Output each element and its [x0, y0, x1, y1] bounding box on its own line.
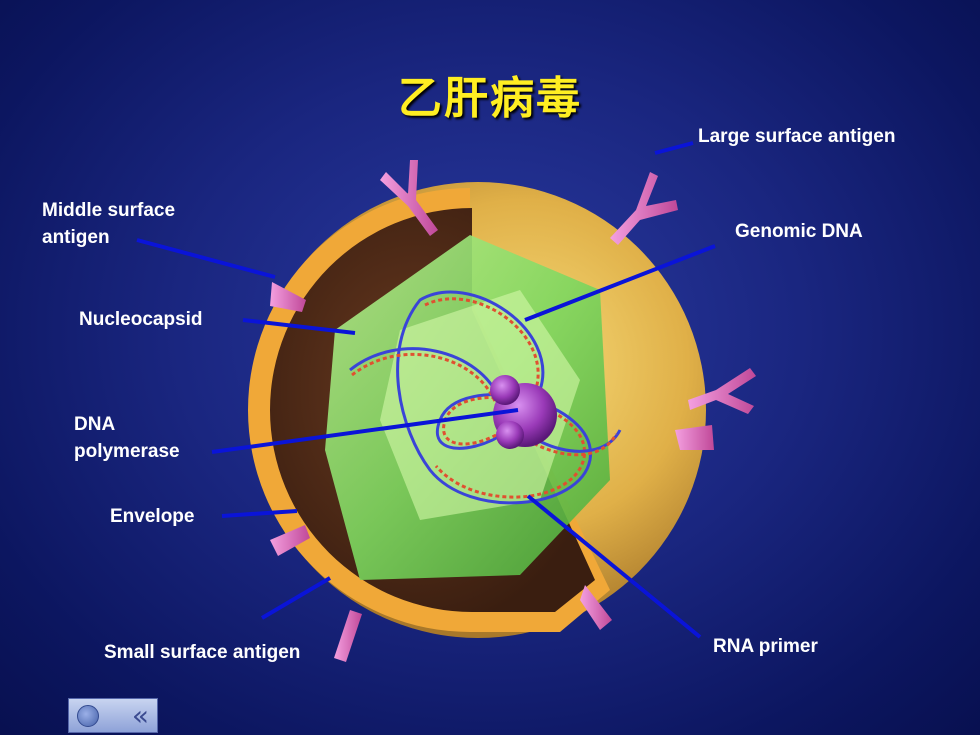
- label-dna-polymerase-line2: polymerase: [74, 440, 180, 462]
- label-small-surface-antigen: Small surface antigen: [104, 642, 301, 663]
- slide-nav-bar[interactable]: «: [68, 698, 158, 733]
- label-middle-surface-antigen-line2: antigen: [42, 226, 110, 248]
- leader-lines: [136, 141, 716, 639]
- double-chevron-left-icon[interactable]: «: [131, 698, 149, 732]
- label-envelope: Envelope: [110, 506, 195, 527]
- dna-polymerase-blob: [490, 375, 557, 449]
- label-middle-surface-antigen: Middle surface antigen: [42, 198, 175, 251]
- label-genomic-dna: Genomic DNA: [735, 221, 863, 242]
- label-nucleocapsid: Nucleocapsid: [79, 309, 203, 330]
- surface-antigens: [270, 160, 756, 662]
- nucleocapsid-facet: [380, 290, 580, 520]
- label-dna-polymerase: DNA polymerase: [74, 412, 180, 465]
- label-middle-surface-antigen-line1: Middle surface: [42, 200, 176, 221]
- label-dna-polymerase-line1: DNA: [74, 414, 116, 435]
- label-rna-primer: RNA primer: [713, 636, 818, 657]
- label-large-surface-antigen: Large surface antigen: [698, 126, 896, 147]
- slide-title: 乙肝病毒: [398, 73, 582, 124]
- circle-icon[interactable]: [77, 704, 99, 727]
